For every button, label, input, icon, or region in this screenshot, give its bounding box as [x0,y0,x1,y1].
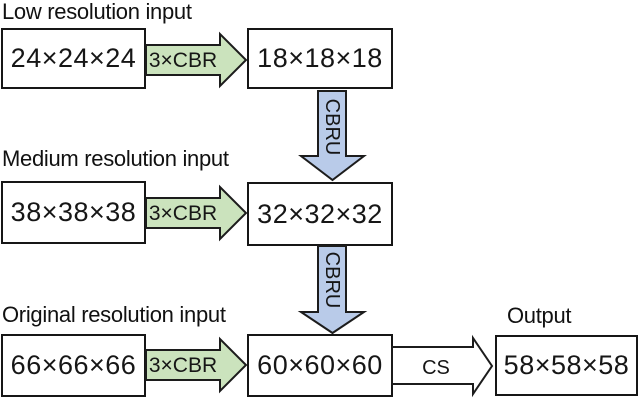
cbr-arrow-shape [145,184,248,242]
dimension-box-output: 58×58×58 [495,335,638,396]
cbr-arrow-icon: 3×CBR [145,336,248,394]
dimension-box-original-feature: 60×60×60 [247,334,393,397]
cs-arrow-icon: CS [391,334,494,398]
dimension-box-low-input: 24×24×24 [1,28,146,89]
cbr-arrow-icon: 3×CBR [145,184,248,242]
cs-arrow-shape [391,334,494,398]
dimension-box-medium-feature: 32×32×32 [247,182,393,246]
cbr-arrow-shape [145,336,248,394]
cbru-arrow-shape [297,245,368,335]
cbr-arrow-icon: 3×CBR [145,31,248,89]
row-title-medium-resolution: Medium resolution input [2,146,229,171]
dimension-box-medium-input: 38×38×38 [1,181,146,244]
dimension-box-original-input: 66×66×66 [1,334,146,397]
cbru-down-arrow-icon: CBRU [297,245,368,335]
cbr-arrow-shape [145,31,248,89]
cs-arrow-label: CS [422,357,450,379]
cbr-arrow-label: 3×CBR [149,49,217,72]
dimension-box-low-feature: 18×18×18 [247,28,393,89]
row-title-original-resolution: Original resolution input [2,302,226,327]
cbr-arrow-label: 3×CBR [149,354,217,377]
cbru-down-arrow-icon: CBRU [298,90,367,182]
output-title: Output [507,303,572,328]
cbru-arrow-shape [298,90,367,182]
row-title-low-resolution: Low resolution input [2,0,192,24]
cbr-arrow-label: 3×CBR [149,202,217,225]
cbru-arrow-label: CBRU [321,99,343,156]
cbru-arrow-label: CBRU [321,252,343,309]
